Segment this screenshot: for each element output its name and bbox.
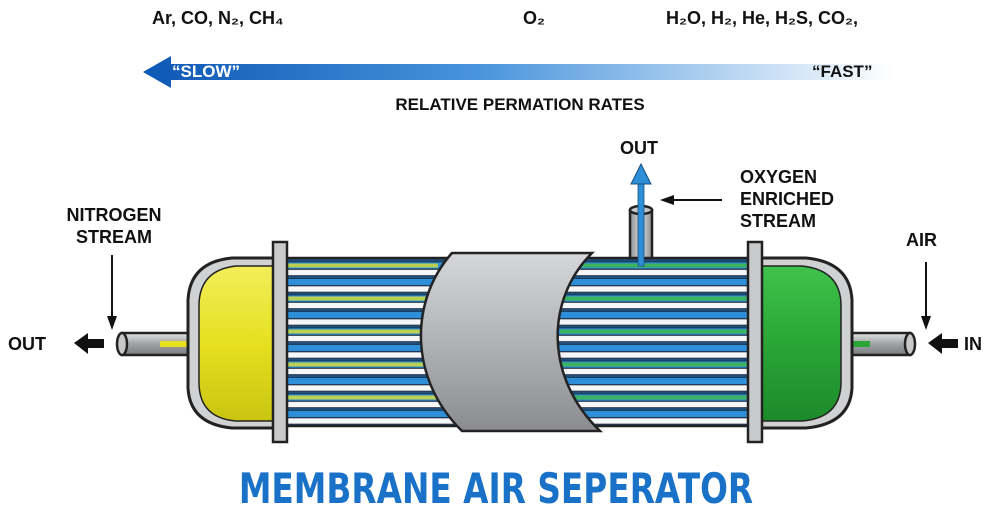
oxygen-stream-label: OXYGEN ENRICHED STREAM	[740, 167, 835, 231]
air-flow-stripe	[560, 395, 748, 400]
left-flange	[271, 240, 289, 444]
nitrogen-flow-stripe	[288, 395, 438, 400]
air-end-cap	[754, 256, 854, 430]
air-flow-stripe	[560, 296, 748, 301]
nitrogen-flow-stripe	[288, 296, 438, 301]
nitrogen-stream-label: NITROGEN STREAM	[66, 205, 162, 247]
diagram-title: MEMBRANE AIR SEPERATOR	[238, 464, 754, 513]
fast-gases-label: H₂O, H₂, He, H₂S, CO₂,	[666, 8, 859, 28]
air-label: AIR	[906, 230, 937, 250]
oxygen-gas-label: O₂	[523, 8, 545, 28]
air-flow-stripe	[560, 329, 748, 334]
nitrogen-pointer-arrow	[107, 255, 117, 330]
slow-label: “SLOW”	[172, 62, 240, 81]
nitrogen-flow-stripe	[288, 329, 438, 334]
out-left-arrow	[74, 333, 104, 354]
nitrogen-outlet-pipe	[115, 331, 194, 357]
oxygen-outlet-pipe	[628, 162, 654, 267]
scale-title: RELATIVE PERMATION RATES	[395, 95, 645, 114]
oxygen-pointer-arrow	[660, 195, 722, 205]
in-right-arrow	[928, 333, 958, 354]
air-pointer-arrow	[921, 262, 931, 330]
air-inlet-pipe	[842, 331, 917, 357]
slow-gases-label: Ar, CO, N₂, CH₄	[152, 8, 284, 28]
out-left-label: OUT	[8, 334, 46, 354]
air-flow-stripe	[560, 362, 748, 367]
right-flange	[746, 240, 764, 444]
nitrogen-flow-stripe	[288, 263, 438, 268]
in-right-label: IN	[964, 334, 982, 354]
nitrogen-end-cap	[186, 256, 278, 430]
fast-label: “FAST”	[812, 62, 873, 81]
permeation-rate-arrow	[143, 56, 895, 88]
separator-shell	[419, 251, 604, 433]
out-top-label: OUT	[620, 138, 658, 158]
air-flow-stripe	[560, 263, 748, 268]
nitrogen-flow-stripe	[288, 362, 438, 367]
